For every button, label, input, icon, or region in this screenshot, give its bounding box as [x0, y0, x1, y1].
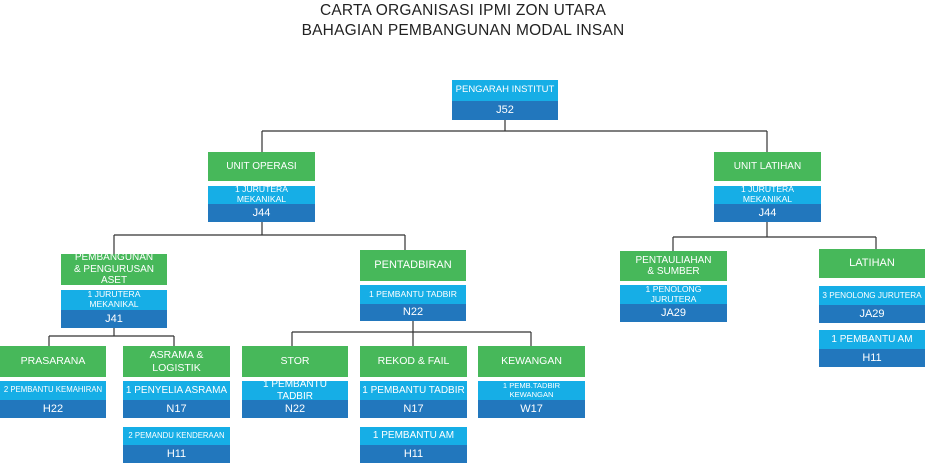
rekod-fail-grade: N17 [360, 400, 467, 418]
stor-head: STOR [242, 346, 348, 377]
pentauliahan-sumber-grade: JA29 [620, 304, 727, 322]
asrama-logistik-staff: 1 PENYELIA ASRAMA [123, 381, 230, 400]
asrama-logistik-grade: N17 [123, 400, 230, 418]
pembangunan-aset-grade: J41 [61, 310, 167, 328]
latihan-grade: JA29 [819, 305, 925, 323]
kewangan-grade: W17 [478, 400, 585, 418]
pentauliahan-sumber-staff: 1 PENOLONG JURUTERA [620, 284, 727, 304]
pembangunan-aset-head: PEMBANGUNAN & PENGURUSAN ASET [61, 252, 167, 286]
latihan-head: LATIHAN [819, 249, 925, 278]
chart-title-line2: BAHAGIAN PEMBANGUNAN MODAL INSAN [301, 22, 625, 39]
pengarah-institut-grade: J52 [452, 101, 558, 120]
asrama-logistik-staff-2: 2 PEMANDU KENDERAAN [123, 427, 230, 445]
latihan-grade-2: H11 [819, 349, 925, 367]
latihan-staff: 3 PENOLONG JURUTERA [819, 286, 925, 305]
rekod-fail-head: REKOD & FAIL [360, 346, 467, 377]
pentadbiran-head: PENTADBIRAN [360, 250, 466, 281]
pembangunan-aset-staff: 1 JURUTERA MEKANIKAL [61, 289, 167, 310]
chart-title-line1: CARTA ORGANISASI IPMI ZON UTARA [319, 2, 607, 19]
unit-operasi-grade: J44 [208, 204, 315, 222]
pentauliahan-sumber-head: PENTAULIAHAN & SUMBER [620, 251, 727, 281]
prasarana-grade: H22 [0, 400, 106, 418]
prasarana-staff: 2 PEMBANTU KEMAHIRAN [0, 381, 106, 400]
unit-operasi-head: UNIT OPERASI [208, 152, 315, 181]
pentadbiran-grade: N22 [360, 304, 466, 321]
unit-latihan-head: UNIT LATIHAN [714, 152, 821, 181]
pentadbiran-staff: 1 PEMBANTU TADBIR [360, 285, 466, 304]
stor-staff: 1 PEMBANTU TADBIR [242, 379, 348, 402]
latihan-staff-2: 1 PEMBANTU AM [819, 330, 925, 349]
stor-grade: N22 [242, 400, 348, 418]
pengarah-institut-head: PENGARAH INSTITUT [452, 80, 558, 101]
unit-latihan-grade: J44 [714, 204, 821, 222]
prasarana-head: PRASARANA [0, 346, 106, 377]
asrama-logistik-grade-2: H11 [123, 445, 230, 463]
unit-latihan-staff: 1 JURUTERA MEKANIKAL [714, 184, 821, 204]
kewangan-staff: 1 PEMB.TADBIR KEWANGAN [478, 381, 585, 400]
rekod-fail-staff: 1 PEMBANTU TADBIR [360, 381, 467, 400]
rekod-fail-grade-2: H11 [360, 445, 467, 463]
kewangan-head: KEWANGAN [478, 346, 585, 377]
unit-operasi-staff: 1 JURUTERA MEKANIKAL [208, 184, 315, 204]
rekod-fail-staff-2: 1 PEMBANTU AM [360, 427, 467, 445]
asrama-logistik-head: ASRAMA & LOGISTIK [123, 346, 230, 377]
